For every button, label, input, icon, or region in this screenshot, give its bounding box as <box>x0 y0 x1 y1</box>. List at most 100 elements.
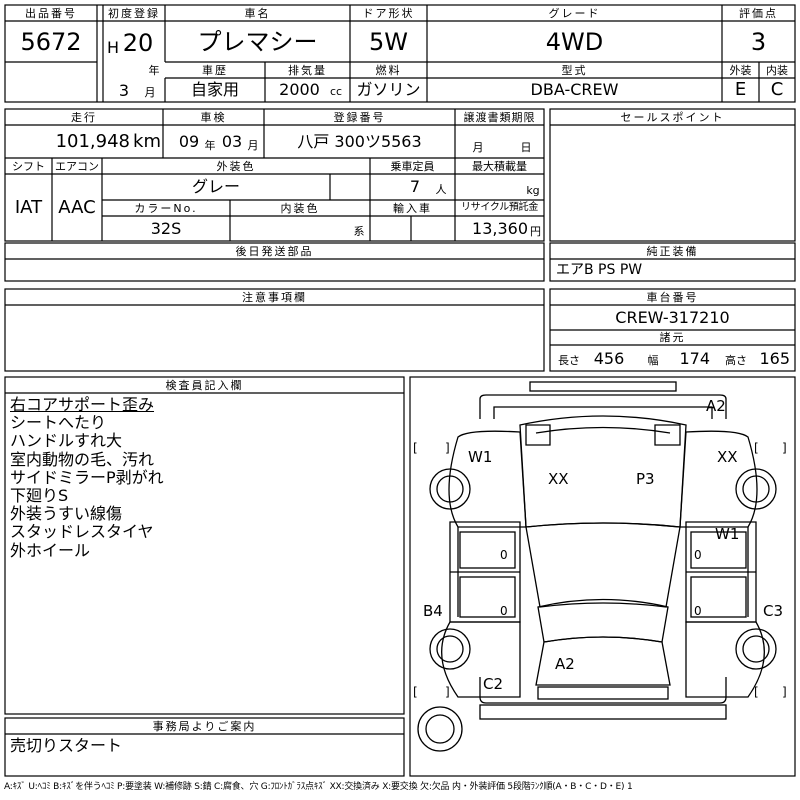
lot-number: 5672 <box>20 27 82 56</box>
max-load-label: 最大積載量 <box>472 159 527 173</box>
mark-right-rear-fender: C3 <box>763 602 784 620</box>
inspector-note: サイドミラーP剥がれ <box>10 467 164 487</box>
inspection-month-unit: 月 <box>247 138 259 152</box>
inspector-note: 外装うすい線傷 <box>10 504 123 524</box>
car-damage-diagram <box>417 381 777 752</box>
height-label: 高さ <box>725 353 747 367</box>
chassis-number: CREW-317210 <box>615 308 730 327</box>
recycle-amount: 13,360 <box>472 219 528 238</box>
height: 165 <box>759 349 790 368</box>
lot-number-label: 出品番号 <box>25 6 77 20</box>
interior-grade: C <box>770 79 784 100</box>
exterior-color: グレー <box>191 177 240 196</box>
mileage: 101,948 <box>55 131 130 152</box>
registration-year: 20 <box>122 29 154 57</box>
exterior-grade: E <box>734 79 747 100</box>
grade-label: グレード <box>548 6 601 20</box>
model: DBA-CREW <box>530 80 619 99</box>
transfer-month-unit: 月 <box>472 140 484 154</box>
mileage-unit: km <box>133 131 161 152</box>
color-number: 32S <box>150 218 182 238</box>
chassis-number-label: 車台番号 <box>646 290 699 304</box>
car-name: プレマシー <box>197 27 318 56</box>
aircon-label: エアコン <box>55 159 99 173</box>
mark-door-zero: 0 <box>694 604 702 618</box>
exterior-label: 外装 <box>729 63 752 77</box>
capacity-label: 乗車定員 <box>390 159 435 173</box>
spec-label: 諸元 <box>659 331 686 344</box>
aircon: AAC <box>58 196 96 218</box>
fuel-label: 燃料 <box>375 63 402 77</box>
bracket-close: ] <box>782 441 787 455</box>
first-registration-label: 初度登録 <box>108 6 160 20</box>
plate-label: 登録番号 <box>333 110 386 124</box>
inspector-note: ハンドルすれ大 <box>10 431 123 451</box>
month-unit: 月 <box>144 85 156 99</box>
max-load-unit: kg <box>526 183 540 197</box>
registration-month: 3 <box>118 81 130 100</box>
inspection-label: 車検 <box>200 110 227 124</box>
genuine-equipment-label: 純正装備 <box>646 244 699 258</box>
inspector-note: スタッドレスタイヤ <box>10 522 154 542</box>
exterior-color-label: 外装色 <box>216 159 256 173</box>
bracket-close: ] <box>445 441 450 455</box>
inspector-note: 右コアサポート歪み <box>10 395 155 414</box>
inspector-note: 外ホイール <box>10 540 91 560</box>
mark-trunk: A2 <box>555 655 575 673</box>
plate-number: 八戸 300ツ5563 <box>297 132 422 151</box>
shift-label: シフト <box>12 159 45 173</box>
mark-left-rear-fender: B4 <box>423 602 443 620</box>
inspector-notes-label: 検査員記入欄 <box>165 378 244 392</box>
length: 456 <box>593 349 625 368</box>
shift: IAT <box>14 196 43 218</box>
history: 自家用 <box>190 80 239 99</box>
width: 174 <box>679 349 710 368</box>
year-unit: 年 <box>148 63 160 77</box>
inspector-note: シートへたり <box>10 413 107 433</box>
inspection-year-unit: 年 <box>204 138 216 152</box>
sales-point-label: セールスポイント <box>620 110 725 124</box>
displacement-unit: cc <box>329 84 343 98</box>
mark-hood-right: P3 <box>636 470 655 488</box>
office-note: 売切りスタート <box>10 736 123 755</box>
mark-door-zero: 0 <box>500 548 508 562</box>
bracket-close: ] <box>782 685 787 699</box>
bracket-open: [ <box>754 441 759 455</box>
mark-door-zero: 0 <box>694 548 702 562</box>
caution-label: 注意事項欄 <box>242 290 307 304</box>
inspector-note: 下廻りS <box>10 486 69 506</box>
color-number-label: カラーNo. <box>134 201 198 215</box>
mark-right-fender: XX <box>717 448 738 466</box>
import-label: 輸入車 <box>393 201 432 215</box>
width-label: 幅 <box>647 353 659 367</box>
capacity-unit: 人 <box>435 182 447 196</box>
office-notes-label: 事務局よりご案内 <box>152 719 257 733</box>
grade: 4WD <box>545 27 604 56</box>
inspection-year: 09 <box>178 132 200 151</box>
displacement-label: 排気量 <box>288 63 327 77</box>
inspector-notes: 右コアサポート歪み シートへたり ハンドルすれ大 室内動物の毛、汚れ サイドミラ… <box>10 395 400 560</box>
transfer-deadline-label: 譲渡書類期限 <box>463 110 536 124</box>
mark-front-bumper: A2 <box>706 397 726 415</box>
interior-color-label: 内装色 <box>280 201 320 215</box>
mark-hood-left: XX <box>548 470 569 488</box>
fuel: ガソリン <box>356 80 421 99</box>
door-type-label: ドア形状 <box>362 6 415 20</box>
later-parts-label: 後日発送部品 <box>235 244 314 258</box>
model-label: 型式 <box>561 63 588 77</box>
mileage-label: 走行 <box>71 110 97 124</box>
score-label: 評価点 <box>739 6 778 20</box>
genuine-equipment: エアB PS PW <box>556 262 643 278</box>
bracket-open: [ <box>413 685 418 699</box>
door-type: 5W <box>369 27 408 56</box>
score: 3 <box>750 27 767 56</box>
inspector-note: 室内動物の毛、汚れ <box>10 449 155 469</box>
length-label: 長さ <box>558 353 580 367</box>
transfer-day-unit: 日 <box>520 140 532 154</box>
interior-color-unit: 系 <box>353 224 365 238</box>
capacity: 7 <box>409 177 421 196</box>
history-label: 車歴 <box>202 63 228 77</box>
car-name-label: 車名 <box>244 6 271 20</box>
bracket-open: [ <box>413 441 418 455</box>
